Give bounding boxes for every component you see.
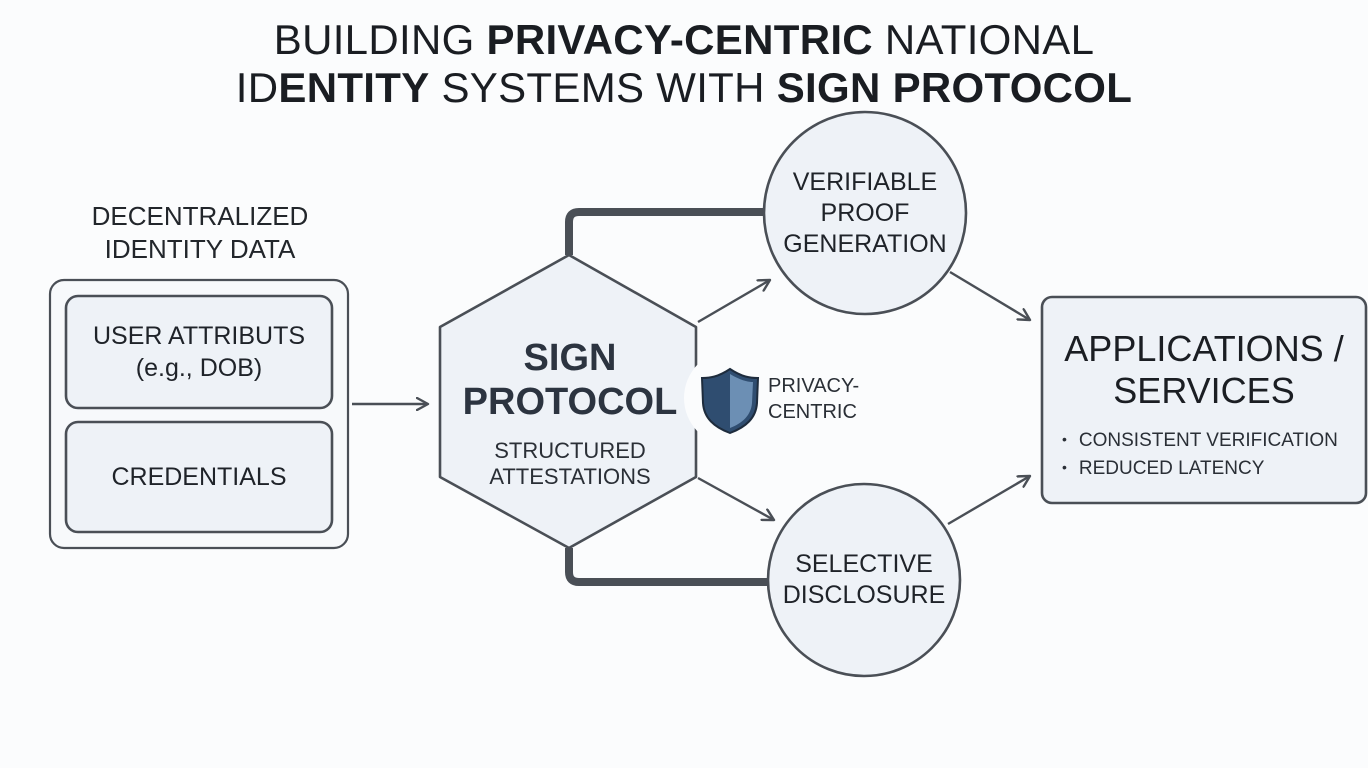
applications-bullets: CONSISTENT VERIFICATION REDUCED LATENCY [1062, 426, 1338, 482]
hex-sub-line: ATTESTATIONS [489, 464, 651, 489]
arrow-protocol-to-proof [697, 280, 770, 324]
hex-title-line: SIGN [523, 337, 617, 379]
user-attributes-box [64, 294, 334, 410]
credentials-label: CREDENTIALS [111, 463, 287, 491]
verifiable-proof-circle [762, 110, 968, 316]
sign-protocol-hexagon [438, 253, 698, 550]
title-line-2: IDENTITY SYSTEMS WITH SIGN PROTOCOL [0, 64, 1368, 112]
selective-disclosure-circle [766, 482, 962, 678]
attributes-line: (e.g., DOB) [135, 354, 263, 382]
attributes-line: USER ATTRIBUTS [92, 322, 306, 350]
title-segment-bold: ENTITY [278, 64, 430, 111]
bottom-bracket-connector [565, 548, 780, 586]
disclosure-line: DISCLOSURE [782, 581, 946, 609]
arrow-protocol-to-disclosure [697, 476, 774, 520]
verifiable-proof-label: VERIFIABLE PROOF GENERATION [770, 112, 960, 314]
heading-line: DECENTRALIZED [91, 201, 309, 231]
title-segment: BUILDING [273, 16, 487, 63]
arrow-proof-to-applications [949, 270, 1030, 320]
selective-disclosure-label: SELECTIVE DISCLOSURE [770, 484, 958, 676]
identity-data-heading: DECENTRALIZED IDENTITY DATA [50, 200, 350, 266]
badge-line: CENTRIC [768, 401, 857, 423]
title-segment-bold: SIGN PROTOCOL [776, 64, 1133, 111]
hex-sub-line: STRUCTURED [494, 438, 646, 463]
app-title-line: SERVICES [1113, 370, 1295, 411]
disclosure-line: SELECTIVE [795, 550, 933, 578]
applications-title: APPLICATIONS / SERVICES [1042, 328, 1366, 412]
hex-title-line: PROTOCOL [462, 381, 678, 423]
diagram-title: BUILDING PRIVACY-CENTRIC NATIONAL IDENTI… [0, 16, 1368, 112]
title-segment: ID [235, 64, 279, 111]
proof-line: VERIFIABLE [792, 167, 938, 196]
title-segment: SYSTEMS WITH [429, 64, 777, 111]
bullet-item: REDUCED LATENCY [1062, 454, 1338, 482]
sign-protocol-subtitle: STRUCTURED ATTESTATIONS [440, 438, 700, 490]
sign-protocol-title: SIGN PROTOCOL [440, 336, 700, 424]
shield-icon [700, 367, 760, 435]
privacy-centric-label: PRIVACY- CENTRIC [768, 373, 859, 425]
title-segment: NATIONAL [872, 16, 1095, 63]
title-segment-bold: PRIVACY-CENTRIC [486, 16, 873, 63]
bullet-item: CONSISTENT VERIFICATION [1062, 426, 1338, 454]
credentials-box [64, 420, 334, 534]
heading-line: IDENTITY DATA [104, 234, 296, 264]
badge-line: PRIVACY- [768, 375, 860, 397]
arrow-disclosure-to-applications [947, 476, 1030, 526]
top-bracket-connector [565, 208, 770, 255]
proof-line: GENERATION [783, 229, 947, 258]
title-line-1: BUILDING PRIVACY-CENTRIC NATIONAL [0, 16, 1368, 64]
user-attributes-label: USER ATTRIBUTS (e.g., DOB) [66, 296, 332, 408]
app-title-line: APPLICATIONS / [1064, 328, 1344, 369]
proof-line: PROOF [820, 198, 910, 227]
